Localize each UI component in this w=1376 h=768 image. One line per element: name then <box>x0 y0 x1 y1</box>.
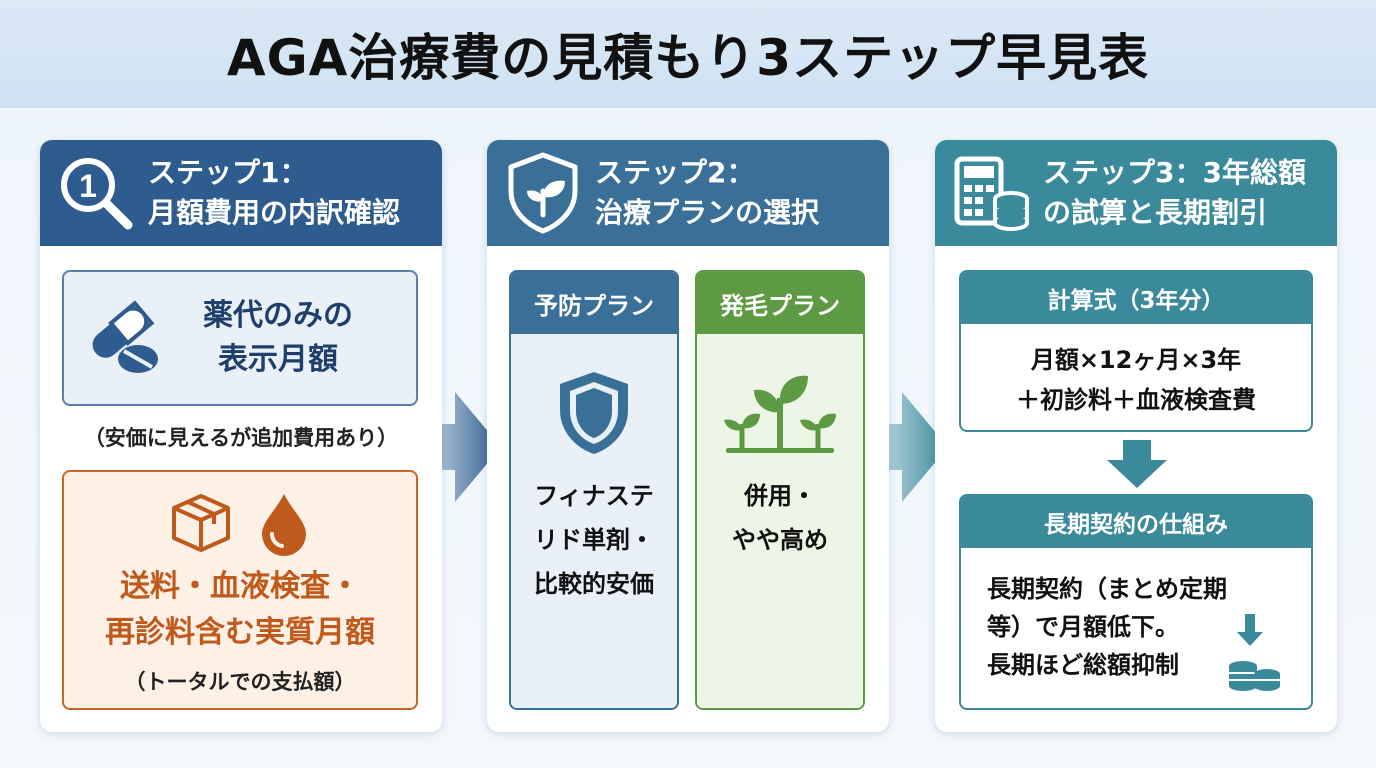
step1-title-line1: ステップ1： <box>148 156 308 189</box>
formula-title: 計算式（3年分） <box>961 272 1311 324</box>
formula-line1: 月額×12ヶ月×3年 <box>1030 346 1242 374</box>
shield-leaf-icon <box>508 152 578 234</box>
growth-plan-card: 発毛プラン 併用・ やや高め <box>695 270 865 710</box>
actual-cost-box: 送料・血液検査・ 再診料含む実質月額 （トータルでの支払額） <box>62 470 418 710</box>
pill-icon <box>92 300 158 373</box>
contract-box: 長期契約の仕組み 長期契約（まとめ定期 等）で月額低下。 長期ほど総額抑制 <box>959 494 1313 710</box>
growth-plan-line2: やや高め <box>732 526 828 554</box>
calculator-coins-icon <box>954 156 1029 231</box>
drug-only-line2: 表示月額 <box>218 342 338 377</box>
prevention-plan-line1: フィナステ <box>534 482 654 510</box>
contract-line3: 長期ほど総額抑制 <box>987 651 1179 679</box>
growth-plan-title: 発毛プラン <box>697 272 863 334</box>
growth-plan-line1: 併用・ <box>744 482 816 510</box>
sprout-icon <box>724 375 836 453</box>
step2-panel: ステップ2： 治療プランの選択 予防プラン フィナステ リド単剤・ 比較的安価 … <box>487 140 889 732</box>
drug-only-box: 薬代のみの 表示月額 <box>62 270 418 406</box>
formula-box: 計算式（3年分） 月額×12ヶ月×3年 ＋初診料＋血液検査費 <box>959 270 1313 432</box>
contract-line1: 長期契約（まとめ定期 <box>987 575 1227 603</box>
step1-panel: 1 ステップ1： 月額費用の内訳確認 薬代のみの 表示月額 （安価に見えるが追加… <box>40 140 442 732</box>
arrow-down-icon <box>1107 440 1167 488</box>
drug-only-note: （安価に見えるが追加費用あり） <box>83 426 399 450</box>
step3-panel: ステップ3：3年総額 の試算と長期割引 計算式（3年分） 月額×12ヶ月×3年 … <box>935 140 1337 732</box>
step3-title-line1: ステップ3：3年総額 <box>1043 156 1306 189</box>
contract-title: 長期契約の仕組み <box>961 496 1311 548</box>
step1-title-line2: 月額費用の内訳確認 <box>148 196 401 229</box>
step3-title-line2: の試算と長期割引 <box>1043 196 1268 229</box>
step2-title-line2: 治療プランの選択 <box>595 196 820 229</box>
shield-icon <box>560 372 628 454</box>
actual-cost-note: （トータルでの支払額） <box>124 670 356 694</box>
prevention-plan-title: 予防プラン <box>511 272 677 334</box>
actual-cost-line1: 送料・血液検査・ <box>120 569 360 604</box>
step3-header: ステップ3：3年総額 の試算と長期割引 <box>935 140 1337 246</box>
box-icon <box>172 494 230 552</box>
prevention-plan-line3: 比較的安価 <box>534 570 654 598</box>
prevention-plan-line2: リド単剤・ <box>534 526 654 554</box>
arrow-right-icon <box>852 392 948 502</box>
actual-cost-line2: 再診料含む実質月額 <box>105 615 375 650</box>
page-title: AGA治療費の見積もり3ステップ早見表 <box>226 29 1150 87</box>
contract-line2: 等）で月額低下。 <box>987 613 1179 641</box>
step2-title-line1: ステップ2： <box>595 156 755 189</box>
prevention-plan-card: 予防プラン フィナステ リド単剤・ 比較的安価 <box>509 270 679 710</box>
svg-text:1: 1 <box>79 168 97 204</box>
title-bar: AGA治療費の見積もり3ステップ早見表 <box>0 0 1376 108</box>
drop-icon <box>262 494 306 556</box>
drug-only-line1: 薬代のみの <box>203 298 353 333</box>
step2-header: ステップ2： 治療プランの選択 <box>487 140 889 246</box>
arrow-right-icon <box>405 392 501 502</box>
coins-down-icon <box>1229 614 1280 691</box>
step1-header: 1 ステップ1： 月額費用の内訳確認 <box>40 140 442 246</box>
magnifier-one-icon: 1 <box>61 158 133 230</box>
formula-line2: ＋初診料＋血液検査費 <box>1016 386 1256 414</box>
